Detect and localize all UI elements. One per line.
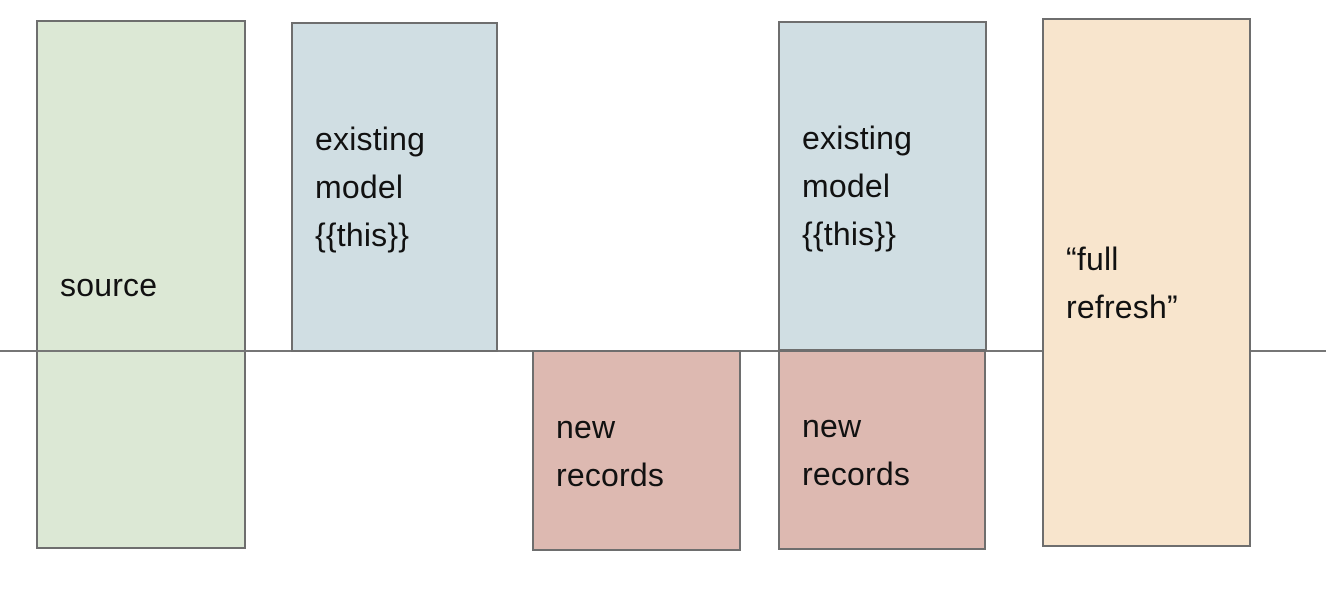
existing-model-box-2: existing model {{this}} — [778, 21, 987, 351]
full-refresh-box: “full refresh” — [1042, 18, 1251, 547]
existing-model-label-2: existing model {{this}} — [802, 120, 913, 252]
existing-model-label-1: existing model {{this}} — [315, 121, 426, 253]
new-records-box-1: new records — [532, 350, 741, 551]
new-records-label-2: new records — [802, 408, 911, 492]
new-records-label-1: new records — [556, 408, 665, 493]
full-refresh-label: “full refresh” — [1066, 240, 1178, 325]
existing-model-box-1: existing model {{this}} — [291, 22, 498, 352]
new-records-box-2: new records — [778, 350, 986, 550]
source-box: source — [36, 20, 246, 549]
source-label: source — [60, 266, 158, 303]
